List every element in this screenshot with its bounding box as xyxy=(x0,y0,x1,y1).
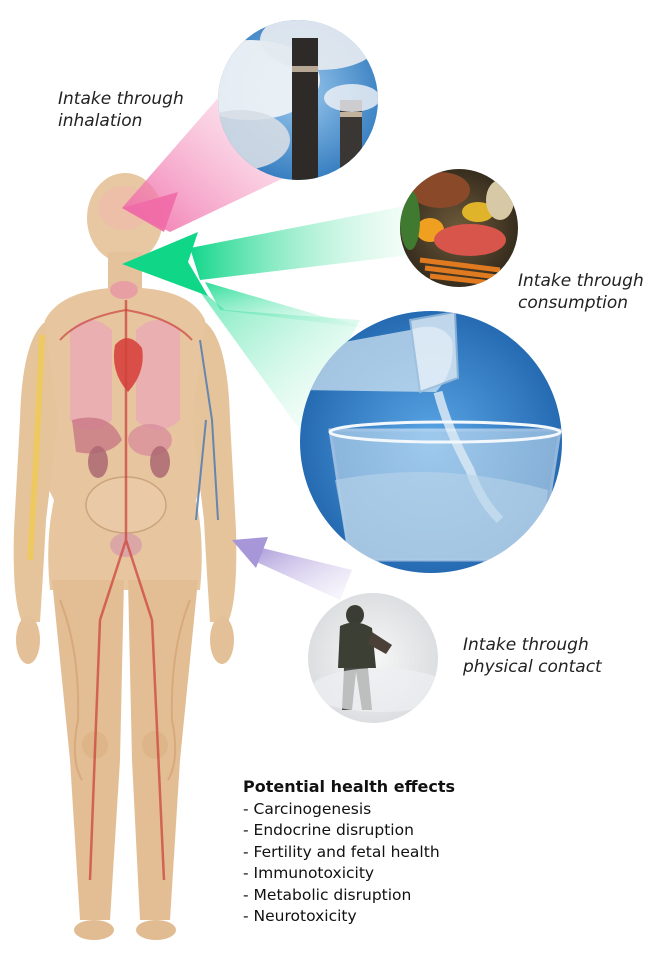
water-glass-photo xyxy=(300,311,562,573)
contact-arrow xyxy=(232,537,352,600)
food-photo xyxy=(400,169,518,287)
consumption-arrow-food xyxy=(190,205,410,280)
contact-label: Intake through physical contact xyxy=(463,634,602,678)
inhalation-label-line1: Intake through xyxy=(58,88,184,110)
inhalation-label-line2: inhalation xyxy=(58,110,184,132)
health-effect-item: Neurotoxicity xyxy=(243,906,455,928)
inhalation-label: Intake through inhalation xyxy=(58,88,184,132)
contact-label-line2: physical contact xyxy=(463,656,602,678)
health-effect-item: Carcinogenesis xyxy=(243,799,455,821)
snow-storm-photo xyxy=(308,593,450,723)
health-effect-item: Fertility and fetal health xyxy=(243,842,455,864)
consumption-label-line1: Intake through xyxy=(518,270,644,292)
consumption-label: Intake through consumption xyxy=(518,270,644,314)
health-effect-item: Immunotoxicity xyxy=(243,863,455,885)
health-effect-item: Endocrine disruption xyxy=(243,820,455,842)
health-effects-list: Potential health effects Carcinogenesis … xyxy=(243,776,455,928)
health-effect-item: Metabolic disruption xyxy=(243,885,455,907)
consumption-label-line2: consumption xyxy=(518,292,644,314)
contact-label-line1: Intake through xyxy=(463,634,602,656)
health-effects-title: Potential health effects xyxy=(243,776,455,798)
